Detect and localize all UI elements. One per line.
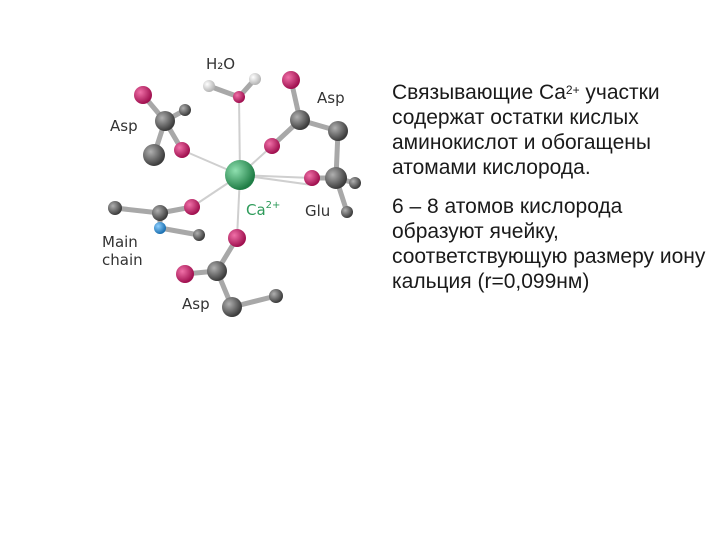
carbon-atom bbox=[152, 205, 168, 221]
label-h2o: H₂O bbox=[206, 55, 235, 73]
carbon-atom bbox=[143, 144, 165, 166]
paragraph-binding-sites: Связывающие Ca2+ участки содержат остатк… bbox=[392, 81, 660, 179]
calcium-ion bbox=[225, 160, 255, 190]
atoms bbox=[108, 71, 361, 317]
oxygen-atom bbox=[304, 170, 320, 186]
carbon-atom bbox=[179, 104, 191, 116]
label-asp-left: Asp bbox=[110, 117, 138, 135]
carbon-atom bbox=[290, 110, 310, 130]
oxygen-atom bbox=[228, 229, 246, 247]
label-glu: Glu bbox=[305, 202, 330, 220]
carbon-atom bbox=[349, 177, 361, 189]
description-text: Связывающие Ca2+ участки содержат остатк… bbox=[392, 80, 712, 294]
oxygen-atom bbox=[176, 265, 194, 283]
nitrogen-atom bbox=[154, 222, 166, 234]
oxygen-atom bbox=[134, 86, 152, 104]
calcium-binding-site-figure: H₂O Asp Asp Glu Main chain Asp Ca2+ bbox=[90, 45, 390, 335]
carbon-atom bbox=[269, 289, 283, 303]
oxygen-atom bbox=[184, 199, 200, 215]
carbon-atom bbox=[222, 297, 242, 317]
oxygen-atom bbox=[174, 142, 190, 158]
ca-charge-superscript: 2+ bbox=[565, 83, 580, 97]
label-asp-bottom: Asp bbox=[182, 295, 210, 313]
figure-labels: H₂O Asp Asp Glu Main chain Asp Ca2+ bbox=[102, 55, 345, 313]
paragraph-oxygen-cell: 6 – 8 атомов кислорода образуют ячейку, … bbox=[392, 195, 706, 293]
oxygen-atom bbox=[264, 138, 280, 154]
covalent-bonds bbox=[112, 76, 358, 310]
carbon-atom bbox=[207, 261, 227, 281]
carbon-atom bbox=[341, 206, 353, 218]
label-ca: Ca2+ bbox=[246, 200, 280, 219]
carbon-atom bbox=[325, 167, 347, 189]
hydrogen-atom bbox=[203, 80, 215, 92]
label-asp-top-right: Asp bbox=[317, 89, 345, 107]
carbon-atom bbox=[155, 111, 175, 131]
oxygen-atom bbox=[282, 71, 300, 89]
carbon-atom bbox=[193, 229, 205, 241]
carbon-atom bbox=[328, 121, 348, 141]
label-main-line2: chain bbox=[102, 251, 143, 269]
carbon-atom bbox=[108, 201, 122, 215]
molecule-diagram: H₂O Asp Asp Glu Main chain Asp Ca2+ bbox=[102, 55, 361, 317]
hydrogen-atom bbox=[249, 73, 261, 85]
label-main-line1: Main bbox=[102, 233, 138, 251]
oxygen-atom bbox=[233, 91, 245, 103]
